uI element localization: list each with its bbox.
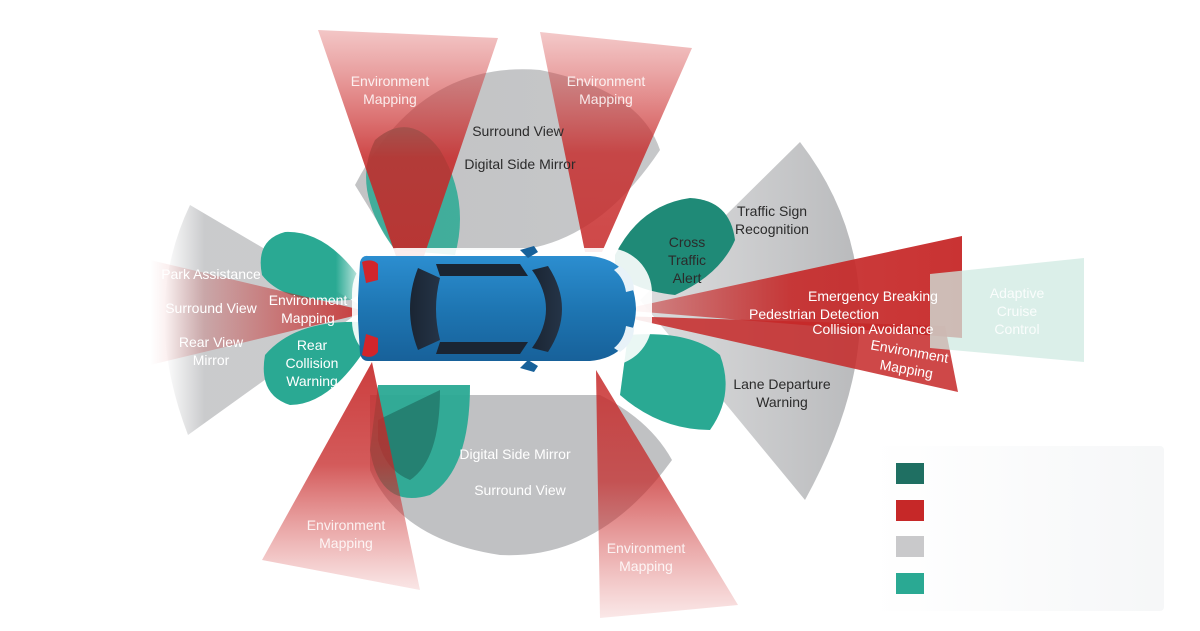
park-assistance-label: Park Assistance [161, 266, 261, 282]
pedestrian-detection-label: Pedestrian Detection [749, 306, 879, 322]
env-mapping-rear-right-label: Environment Mapping [606, 540, 686, 574]
lane-departure-warning-label: Lane Departure Warning [733, 376, 831, 410]
env-mapping-front-left-label: Environment Mapping [350, 73, 430, 107]
legend-swatch-dark-teal [896, 463, 924, 484]
rear-collision-warning-label: Rear Collision Warning [285, 337, 339, 389]
legend-swatch-gray [896, 536, 924, 557]
env-mapping-front-right-cone [540, 32, 692, 252]
traffic-sign-recognition-label: Traffic Sign Recognition [735, 203, 809, 237]
env-mapping-front-right-label: Environment Mapping [566, 73, 646, 107]
rear-left-lobe-bottom [263, 321, 368, 405]
car [352, 246, 652, 372]
legend [872, 446, 1164, 611]
front-right-lobe-bottom [620, 334, 726, 430]
digital-side-mirror-top-label: Digital Side Mirror [464, 156, 576, 172]
env-mapping-rear-cone [150, 260, 370, 365]
front-env-cone [620, 316, 958, 392]
adaptive-cruise-control-label: Adaptive Cruise Control [989, 285, 1045, 337]
rear-view-mirror-label: Rear View Mirror [178, 334, 244, 368]
env-mapping-front-left-cone [318, 30, 498, 262]
rear-left-lobe-top [260, 231, 368, 301]
emergency-braking-label: Emergency Breaking [808, 288, 938, 304]
env-mapping-rear-left-label: Environment Mapping [306, 517, 386, 551]
surround-view-bottom-label: Surround View [474, 482, 566, 498]
front-radar-cone [620, 236, 962, 338]
legend-swatch-red [896, 500, 924, 521]
digital-side-mirror-bottom-label: Digital Side Mirror [459, 446, 571, 462]
env-mapping-rear-right-cone [596, 370, 738, 618]
env-mapping-rear-left-cone [262, 362, 420, 590]
legend-swatch-teal [896, 573, 924, 594]
surround-view-top-label: Surround View [472, 123, 564, 139]
bottom-side-lobe-shade [378, 390, 440, 480]
adaptive-cruise-zone [930, 258, 1084, 362]
collision-avoidance-label: Collision Avoidance [812, 321, 934, 337]
surround-view-rear-label: Surround View [165, 300, 257, 316]
cross-traffic-alert-label: Cross Traffic Alert [667, 234, 707, 286]
env-mapping-rear-label: Environment Mapping [268, 292, 348, 326]
